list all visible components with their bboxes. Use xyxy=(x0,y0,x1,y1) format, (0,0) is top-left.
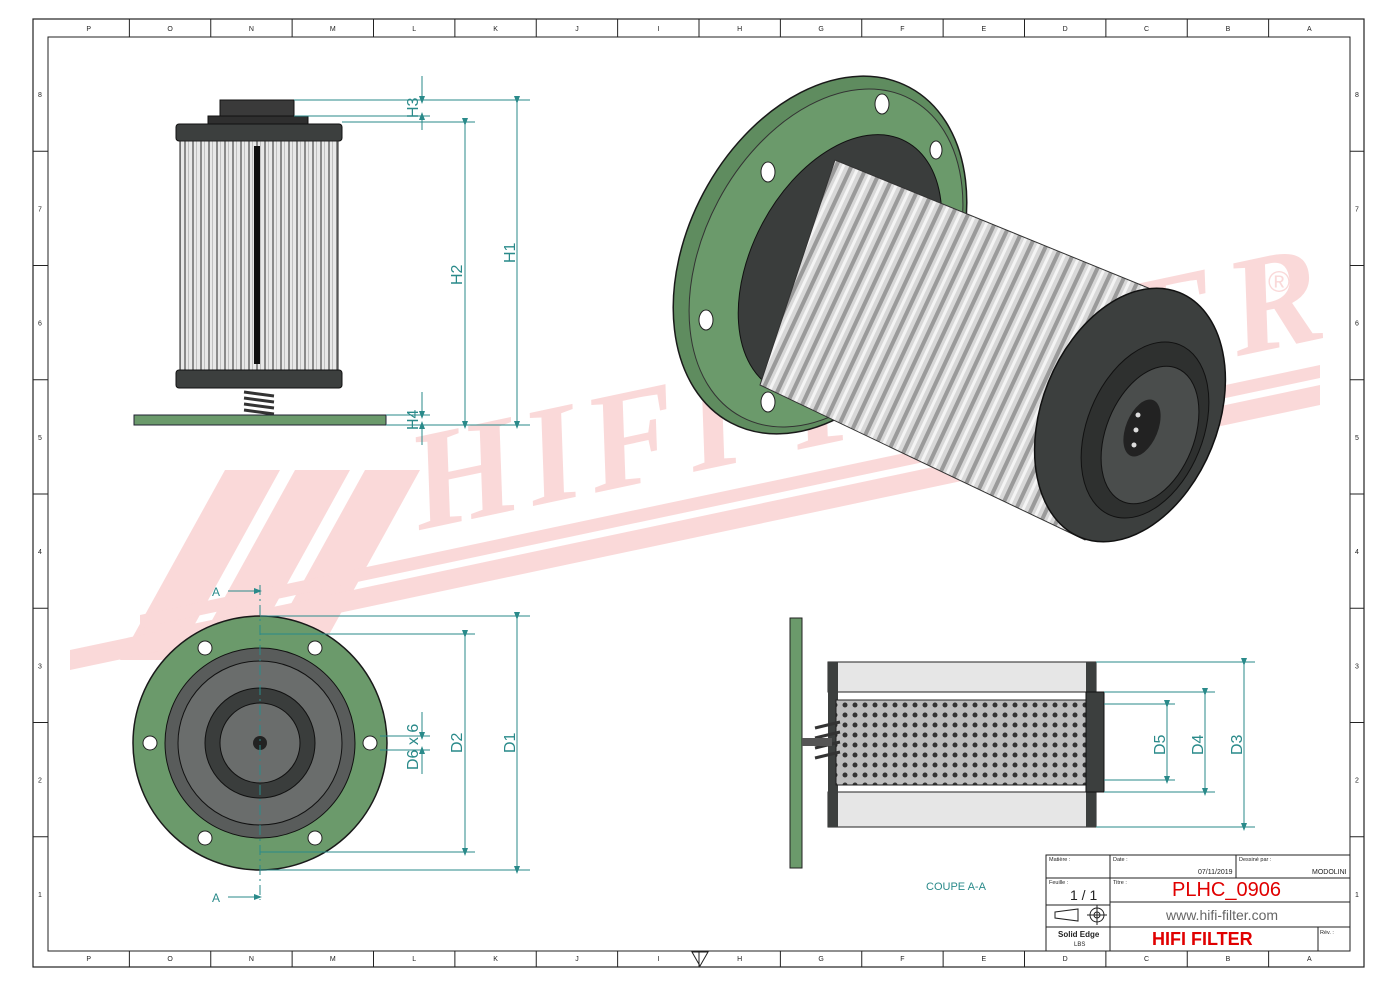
column-label: G xyxy=(818,956,823,963)
brand-name: HIFI FILTER xyxy=(1152,929,1253,949)
website: www.hifi-filter.com xyxy=(1165,907,1278,923)
date-label: Date : xyxy=(1113,857,1128,863)
column-label: C xyxy=(1144,26,1149,33)
part-number: PLHC_0906 xyxy=(1172,879,1281,901)
dim-d2: D2 xyxy=(449,732,466,753)
row-label: 4 xyxy=(38,549,42,556)
column-label: H xyxy=(737,956,742,963)
column-label: C xyxy=(1144,956,1149,963)
row-label: 8 xyxy=(38,92,42,99)
column-label: F xyxy=(900,956,904,963)
frame-row-labels-right: 8 7 6 5 4 3 2 1 xyxy=(1355,92,1359,899)
column-label: A xyxy=(1307,26,1312,33)
section-mark-bottom: A xyxy=(212,891,220,905)
feuille-value: 1 / 1 xyxy=(1070,887,1097,903)
column-label: P xyxy=(86,956,91,963)
dim-d3: D3 xyxy=(1229,734,1246,755)
dessine-label: Dessiné par : xyxy=(1239,857,1272,863)
row-label: 5 xyxy=(38,435,42,442)
column-label: B xyxy=(1226,26,1231,33)
dim-d6: D6 x 6 xyxy=(405,724,422,770)
column-label: N xyxy=(249,26,254,33)
dim-d4: D4 xyxy=(1190,734,1207,755)
title-block xyxy=(1045,854,1351,952)
titre-label: Titre : xyxy=(1113,880,1127,886)
date-value: 07/11/2019 xyxy=(1198,869,1233,876)
dim-h1: H1 xyxy=(502,242,519,263)
row-label: 8 xyxy=(1355,92,1359,99)
dim-h3: H3 xyxy=(405,97,422,118)
column-label: E xyxy=(981,956,986,963)
column-label: D xyxy=(1063,26,1068,33)
column-label: I xyxy=(657,26,659,33)
row-label: 5 xyxy=(1355,435,1359,442)
column-label: I xyxy=(657,956,659,963)
row-label: 7 xyxy=(1355,206,1359,213)
section-mark-top: A xyxy=(212,585,220,599)
row-label: 1 xyxy=(38,892,42,899)
side-view xyxy=(133,99,387,426)
row-label: 3 xyxy=(1355,663,1359,670)
column-label: J xyxy=(575,26,579,33)
side-view-dimensions xyxy=(294,76,530,445)
column-label: P xyxy=(86,26,91,33)
column-label: G xyxy=(818,26,823,33)
row-label: 6 xyxy=(1355,321,1359,328)
feuille-label: Feuille : xyxy=(1049,880,1069,886)
column-label: A xyxy=(1307,956,1312,963)
dim-d5: D5 xyxy=(1152,734,1169,755)
software-name: Solid Edge xyxy=(1058,930,1100,939)
spring xyxy=(243,390,275,416)
column-label: L xyxy=(412,26,416,33)
front-view xyxy=(132,585,388,900)
dim-h2: H2 xyxy=(449,264,466,285)
row-label: 6 xyxy=(38,321,42,328)
row-label: 2 xyxy=(1355,778,1359,785)
row-label: 1 xyxy=(1355,892,1359,899)
rev-label: Rév. : xyxy=(1320,930,1334,936)
section-view-dimensions xyxy=(1096,658,1255,831)
section-view xyxy=(789,617,1105,869)
center-mark-icon xyxy=(691,951,709,968)
column-label: K xyxy=(493,956,498,963)
column-label: M xyxy=(330,26,336,33)
row-label: 2 xyxy=(38,778,42,785)
dim-h4: H4 xyxy=(405,409,422,430)
column-label: N xyxy=(249,956,254,963)
column-label: B xyxy=(1226,956,1231,963)
dim-d1: D1 xyxy=(502,732,519,753)
matiere-label: Matière : xyxy=(1049,857,1071,863)
column-label: O xyxy=(167,956,173,963)
drawing-frame xyxy=(32,18,1365,968)
projection-symbol xyxy=(1054,905,1107,925)
column-label: F xyxy=(900,26,904,33)
row-label: 4 xyxy=(1355,549,1359,556)
column-label: M xyxy=(330,956,336,963)
row-label: 3 xyxy=(38,663,42,670)
row-label: 7 xyxy=(38,206,42,213)
column-label: J xyxy=(575,956,579,963)
column-label: H xyxy=(737,26,742,33)
dessine-value: MODOLINI xyxy=(1312,869,1347,876)
column-label: K xyxy=(493,26,498,33)
front-view-dimensions xyxy=(228,588,530,900)
frame-row-labels-left: 8 7 6 5 4 3 2 1 xyxy=(38,92,42,899)
software-sub: LBS xyxy=(1074,942,1085,948)
column-label: O xyxy=(167,26,173,33)
column-label: D xyxy=(1063,956,1068,963)
column-label: L xyxy=(412,956,416,963)
isometric-view xyxy=(672,75,1227,543)
watermark-registered: ® xyxy=(1268,266,1290,299)
section-caption: COUPE A-A xyxy=(926,881,987,893)
column-label: E xyxy=(981,26,986,33)
